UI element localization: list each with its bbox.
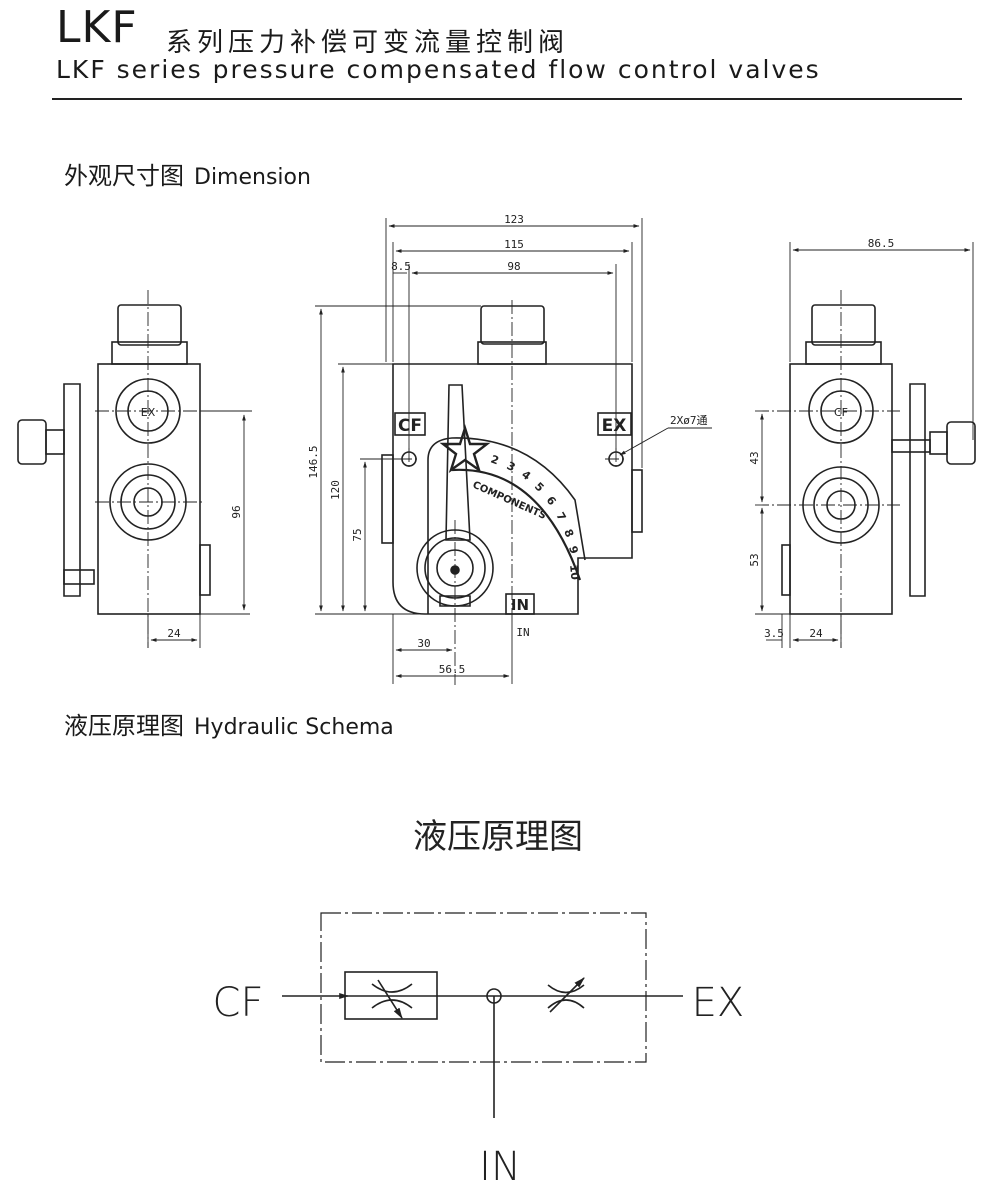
- front-in-note: IN: [516, 626, 529, 639]
- front-hole-note: 2Xø7通: [670, 414, 708, 427]
- front-in-label-box: [505, 593, 535, 615]
- schema-heading: 液压原理图 Hydraulic Schema: [64, 706, 394, 741]
- hydraulic-schema: [282, 912, 683, 1118]
- left-body: [97, 363, 201, 615]
- left-dimensions: [147, 410, 250, 648]
- left-lever-tab: [63, 569, 95, 585]
- left-side-view: [17, 304, 211, 615]
- schema-in-label: IN: [479, 1144, 521, 1190]
- schema-variable-arrow-icon: [549, 977, 585, 1013]
- front-scale-arc: [451, 468, 582, 581]
- dimension-labels: 123 115 98 8.5 146.5 120 75 30 56.5 IN 2…: [167, 213, 894, 676]
- dim-56-5: 56.5: [439, 663, 466, 676]
- dim-123: 123: [504, 213, 524, 226]
- scale-number-5: 5: [532, 480, 547, 495]
- front-star-knob-icon: [439, 423, 491, 474]
- left-knob-stem: [45, 429, 65, 455]
- front-right-boss: [631, 469, 643, 533]
- dim-30: 30: [417, 637, 430, 650]
- dim-75: 75: [351, 528, 364, 541]
- schema-junction-icon: [486, 988, 502, 1004]
- title-english: LKF series pressure compensated flow con…: [56, 55, 821, 84]
- schema-variable-restrictor-upper: [547, 984, 585, 994]
- right-top-nut: [811, 304, 876, 346]
- schema-cf-label: CF: [213, 980, 264, 1026]
- front-dimensions: [315, 218, 712, 684]
- left-side-boss: [199, 544, 211, 596]
- scale-number-9: 9: [566, 545, 580, 556]
- left-center-lines: [95, 290, 252, 648]
- right-dimensions: [755, 242, 974, 648]
- dim-96: 96: [230, 505, 243, 518]
- front-ex-label-box: [597, 412, 632, 436]
- scale-number-3: 3: [505, 459, 518, 474]
- dim-120: 120: [329, 480, 342, 500]
- right-port-label: CF: [834, 406, 848, 419]
- schema-restrictor-upper: [371, 983, 413, 993]
- port-labels: EX CF CF EX IN COMPONENTS: [141, 406, 848, 614]
- front-ex-label: EX: [602, 416, 627, 436]
- front-pivot-clip: [439, 595, 471, 607]
- dim-115: 115: [504, 238, 524, 251]
- front-left-boss: [381, 454, 394, 544]
- front-body-outline: [392, 363, 633, 615]
- dim-146-5: 146.5: [307, 445, 320, 478]
- schema-heading-cn: 液压原理图: [64, 712, 184, 740]
- scale-number-8: 8: [561, 527, 576, 539]
- model-title: LKF: [56, 2, 138, 53]
- dim-86-5: 86.5: [868, 237, 895, 250]
- header-rule: [52, 98, 962, 100]
- front-top-nut: [480, 305, 545, 345]
- right-lever: [909, 383, 926, 597]
- left-adjust-knob: [17, 419, 47, 465]
- scale-number-10: 10: [567, 564, 582, 581]
- dim-3-5: 3.5: [764, 627, 784, 640]
- schema-ex-label: EX: [692, 980, 745, 1026]
- front-cf-label: CF: [398, 416, 422, 436]
- dimension-heading-en: Dimension: [194, 165, 311, 190]
- schema-restrictor-lower: [371, 999, 413, 1009]
- right-adjust-knob: [946, 421, 976, 465]
- front-center-lines: [398, 300, 627, 685]
- right-knob-stem: [929, 431, 948, 455]
- right-center-lines: [755, 290, 900, 648]
- schema-adjust-arrow-icon: [377, 979, 403, 1019]
- right-lever-link: [891, 439, 931, 453]
- left-port-label: EX: [141, 406, 156, 419]
- scale-number-4: 4: [519, 468, 533, 483]
- right-side-view: [781, 304, 976, 615]
- dim-53: 53: [748, 553, 761, 566]
- scale-number-2: 2: [489, 453, 501, 468]
- front-lever-handle: [445, 384, 471, 541]
- front-in-label: IN: [511, 596, 529, 614]
- dim-left-24: 24: [167, 627, 181, 640]
- scale-number-7: 7: [553, 510, 568, 523]
- dim-43: 43: [748, 451, 761, 464]
- schema-heading-en: Hydraulic Schema: [194, 715, 394, 740]
- scale-number-6: 6: [544, 494, 559, 508]
- left-top-nut: [117, 304, 182, 346]
- schema-labels: 液压原理图 CF EX IN: [213, 817, 745, 1190]
- left-lever: [63, 383, 81, 597]
- dimension-heading-cn: 外观尺寸图: [64, 162, 184, 190]
- schema-diagram-title: 液压原理图: [413, 817, 583, 857]
- dim-98: 98: [507, 260, 520, 273]
- dim-8-5: 8.5: [391, 260, 411, 273]
- dim-right-24: 24: [809, 627, 823, 640]
- dimension-heading: 外观尺寸图 Dimension: [64, 156, 311, 191]
- title-chinese: 系列压力补偿可变流量控制阀: [166, 28, 570, 58]
- schema-variable-restrictor-lower: [547, 999, 585, 1009]
- front-view: [381, 305, 643, 615]
- schema-valve-envelope: [320, 912, 647, 1063]
- right-side-boss: [781, 544, 791, 596]
- front-cf-label-box: [394, 412, 426, 436]
